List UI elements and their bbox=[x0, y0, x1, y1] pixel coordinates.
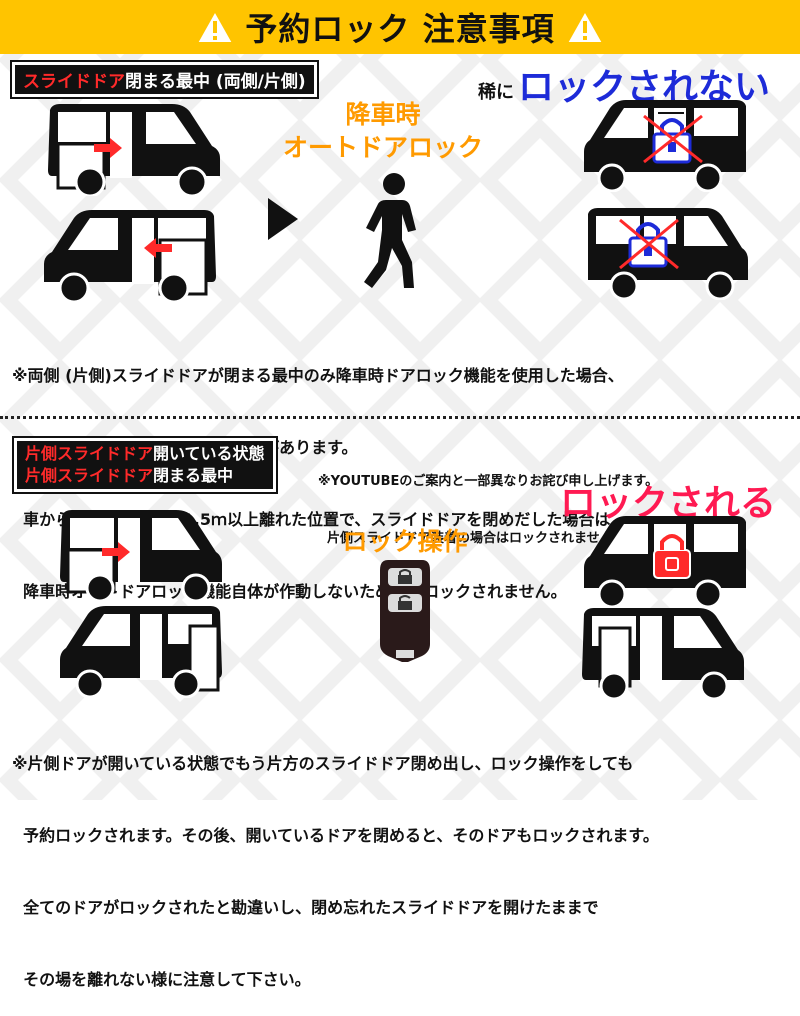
van-door-open-icon bbox=[60, 510, 222, 602]
youtube-note: ※YOUTUBEのご案内と一部異なりお詫び申し上げます。 片側スライドドア装着の… bbox=[318, 434, 658, 567]
section2-badge: 片側スライドドア開いている状態 片側スライドドア閉まる最中 bbox=[14, 438, 276, 492]
note-line: 降車時オートドアロック機能自体が作動しないため予約ロックされません。 bbox=[12, 582, 567, 601]
play-arrow-icon bbox=[268, 198, 298, 240]
header-bar: 予約ロック 注意事項 bbox=[0, 0, 800, 54]
section-divider bbox=[0, 416, 800, 419]
note-line: 全てのドアがロックされたと勘違いし、閉め忘れたスライドドアを開けたままで bbox=[12, 898, 599, 917]
note-line: その場を離れない様に注意して下さい。 bbox=[12, 970, 311, 989]
youtube-note-line: 片側スライドドア装着の場合はロックされません bbox=[318, 531, 613, 546]
badge-white-text: 閉まる最中 (両側/片側) bbox=[125, 72, 306, 92]
van-unlocked-icon bbox=[584, 100, 746, 192]
lock-operation-title: ロック操作 bbox=[342, 527, 468, 556]
auto-lock-title-line1: 降車時 bbox=[345, 100, 421, 129]
van-door-open-icon bbox=[582, 608, 744, 700]
auto-lock-title: 降車時 オートドアロック bbox=[270, 98, 496, 164]
section2-notes: ※片側ドアが開いている状態でもう片方のスライドドア閉め出し、ロック操作をしても … bbox=[12, 704, 659, 1016]
section1-badge: スライドドア閉まる最中 (両側/片側) bbox=[12, 62, 317, 97]
warning-icon bbox=[564, 9, 605, 44]
badge-red-text: 片側スライドドア bbox=[25, 466, 154, 485]
badge-white-text: 閉まる最中 bbox=[153, 466, 234, 485]
van-locked-icon bbox=[584, 516, 746, 608]
van-door-open-icon bbox=[60, 606, 222, 698]
note-line: 予約ロックされます。その後、開いているドアを閉めると、そのドアもロックされます。 bbox=[12, 826, 659, 845]
badge-white-text: 開いている状態 bbox=[153, 444, 265, 463]
note-line: ※片側ドアが開いている状態でもう片方のスライドドア閉め出し、ロック操作をしても bbox=[12, 754, 634, 773]
van-door-closing-icon bbox=[44, 210, 216, 302]
note-line: ※両側 (片側)スライドドアが閉まる最中のみ降車時ドアロック機能を使用した場合、 bbox=[12, 366, 624, 385]
van-door-closing-icon bbox=[48, 104, 220, 196]
badge-red-text: スライドドア bbox=[23, 72, 125, 92]
badge-red-text: 片側スライドドア bbox=[25, 444, 154, 463]
warning-icon bbox=[195, 9, 236, 44]
van-unlocked-icon bbox=[588, 208, 748, 300]
smart-key-icon bbox=[380, 560, 430, 662]
youtube-note-line: ※YOUTUBEのご案内と一部異なりお詫び申し上げます。 bbox=[318, 474, 659, 489]
headline-prefix: 稀に bbox=[478, 82, 514, 103]
page-title: 予約ロック 注意事項 bbox=[245, 10, 555, 48]
auto-lock-title-line2: オートドアロック bbox=[282, 133, 483, 162]
walking-person-icon bbox=[364, 173, 416, 288]
